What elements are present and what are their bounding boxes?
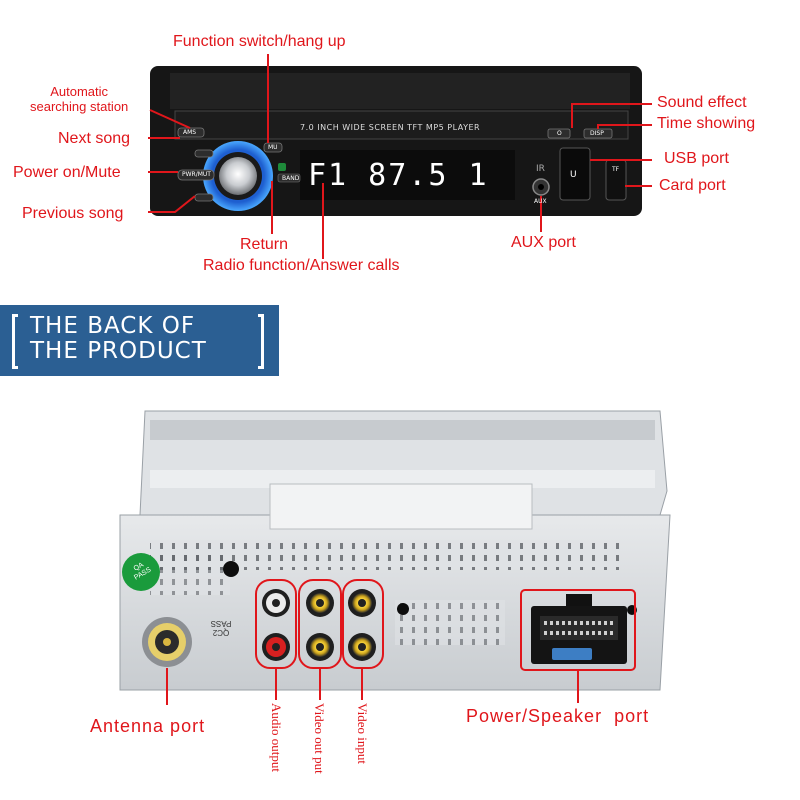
back-annotation-lines <box>166 579 636 705</box>
volume-knob[interactable] <box>219 157 257 195</box>
band-button[interactable] <box>277 173 301 183</box>
label-aux-port: AUX port <box>511 234 576 251</box>
video-input-jacks[interactable] <box>348 589 376 661</box>
banner-bracket-left <box>12 314 18 369</box>
tf-slot-label: TF <box>612 166 620 173</box>
banner-bracket-right <box>258 314 264 369</box>
qa-pass-sticker <box>122 553 160 591</box>
label-video-out-put: Video out put <box>312 703 327 774</box>
label-power-speaker-port: Power/Speaker port <box>466 706 650 726</box>
next-song-button[interactable] <box>194 149 214 158</box>
qc-pass-sticker-text: QC2 PASS <box>210 619 232 637</box>
label-time-showing: Time showing <box>657 115 756 132</box>
video-out-put-jacks[interactable] <box>306 589 334 661</box>
usb-port-label: U <box>570 170 577 180</box>
previous-song-button[interactable] <box>194 193 214 202</box>
usb-port[interactable] <box>559 147 591 201</box>
label-audio-output: Audio output <box>269 703 284 772</box>
power-speaker-connector[interactable] <box>531 594 627 664</box>
label-next-song: Next song <box>58 130 131 147</box>
disp-button-label: DISP <box>590 130 604 137</box>
faceplate-title: 7.0 INCH WIDE SCREEN TFT MP5 PLAYER <box>300 123 481 132</box>
aux-label: AUX <box>534 198 547 205</box>
sound-effect-button-label: O <box>557 130 562 137</box>
pwr-mut-button[interactable] <box>177 169 215 181</box>
band-button-label: BAND <box>282 175 300 182</box>
front-annotation-lines <box>148 54 652 259</box>
audio-output-jacks[interactable] <box>262 589 290 661</box>
mute-small-button[interactable] <box>263 142 283 153</box>
label-power-mute: Power on/Mute <box>13 164 121 181</box>
back-chassis <box>119 410 671 691</box>
label-function-switch: Function switch/hang up <box>173 33 346 50</box>
ir-label: IR <box>536 164 545 174</box>
banner-line-1: THE BACK OF <box>30 313 196 339</box>
banner-title: THE BACK OF THE PRODUCT <box>30 314 270 364</box>
label-video-input: Video input <box>355 703 370 764</box>
label-sound-effect: Sound effect <box>657 94 747 111</box>
section-banner <box>0 305 279 376</box>
sound-effect-button[interactable] <box>547 128 571 139</box>
banner-line-2: THE PRODUCT <box>30 338 207 364</box>
label-antenna-port: Antenna port <box>90 716 206 736</box>
return-button[interactable] <box>278 163 286 171</box>
pwr-mut-button-label: PWR/MUT <box>182 171 211 178</box>
ams-button[interactable] <box>177 127 205 138</box>
ams-button-label: AMS <box>183 129 197 136</box>
mute-small-button-label: MU <box>268 144 278 151</box>
label-radio-function: Radio function/Answer calls <box>203 257 400 274</box>
front-head-unit <box>150 66 642 216</box>
radio-display: F1 87.5 1 <box>308 158 489 193</box>
label-usb-port: USB port <box>664 150 729 167</box>
label-automatic-searching: Automatic searching station <box>30 84 129 114</box>
label-return: Return <box>240 236 289 253</box>
label-previous-song: Previous song <box>22 205 124 222</box>
label-card-port: Card port <box>659 177 726 194</box>
